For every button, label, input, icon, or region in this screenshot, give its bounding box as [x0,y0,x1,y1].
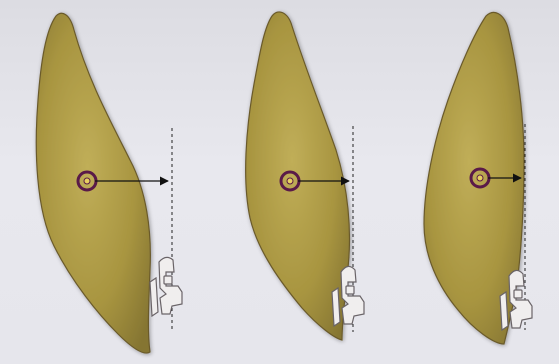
center-of-resistance-dot-left [84,178,90,184]
panel-right [424,12,532,344]
tooth-left [36,13,150,353]
orthodontic-bracket-left [150,257,182,316]
panel-middle [246,12,364,340]
center-of-resistance-dot-middle [287,178,293,184]
panel-left [36,13,182,353]
center-of-resistance-dot-right [477,175,483,181]
